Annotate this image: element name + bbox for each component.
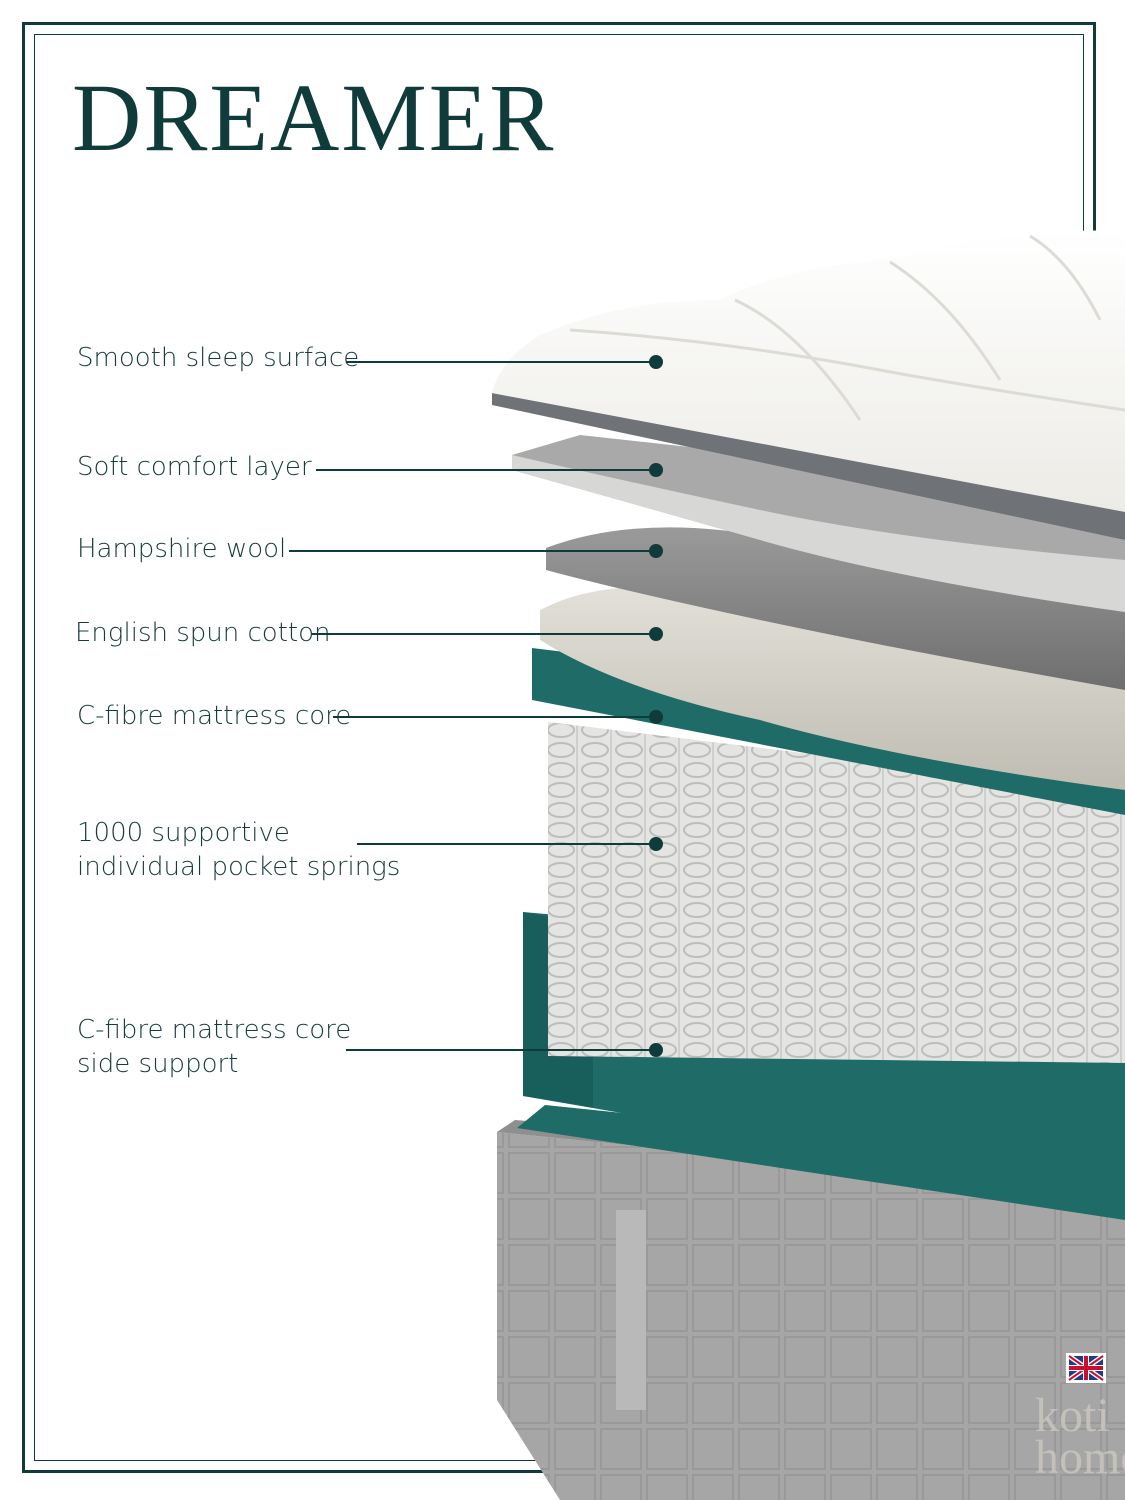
pocket-springs [548, 722, 1125, 1063]
leader-line [346, 361, 655, 363]
label-c-fibre-core: C-fibre mattress core [77, 699, 351, 733]
product-title: DREAMER [72, 64, 556, 171]
label-side-support: C-fibre mattress core side support [77, 1013, 351, 1081]
label-text-line2: side support [77, 1049, 239, 1079]
leader-line [312, 633, 655, 635]
marker-dot [649, 837, 663, 851]
marker-dot [649, 627, 663, 641]
label-text: C-fibre mattress core [77, 701, 352, 731]
marker-dot [649, 710, 663, 724]
brand-logo: koti home [1035, 1389, 1125, 1484]
marker-dot [649, 1043, 663, 1057]
label-text: Smooth sleep surface [77, 343, 360, 373]
leader-line [346, 1049, 655, 1051]
leader-line [289, 550, 655, 552]
label-pocket-springs: 1000 supportive individual pocket spring… [77, 816, 400, 884]
leader-line [333, 716, 655, 718]
label-smooth-sleep-surface: Smooth sleep surface [77, 341, 359, 375]
base-teal-top [517, 1105, 1125, 1220]
label-text: English spun cotton [75, 618, 331, 648]
marker-dot [649, 544, 663, 558]
topper-layer [492, 230, 1125, 540]
marker-dot [649, 355, 663, 369]
marker-dot [649, 463, 663, 477]
label-hampshire-wool: Hampshire wool [77, 532, 286, 566]
label-text: Soft comfort layer [77, 452, 312, 482]
label-text-line1: C-fibre mattress core [77, 1015, 352, 1045]
label-text: Hampshire wool [77, 534, 287, 564]
label-soft-comfort-layer: Soft comfort layer [77, 450, 312, 484]
label-text-line1: 1000 supportive [77, 818, 290, 848]
label-text-line2: individual pocket springs [77, 852, 401, 882]
label-english-spun-cotton: English spun cotton [75, 616, 331, 650]
leader-line [316, 469, 655, 471]
union-flag-icon [1066, 1353, 1106, 1383]
leader-line [357, 843, 655, 845]
